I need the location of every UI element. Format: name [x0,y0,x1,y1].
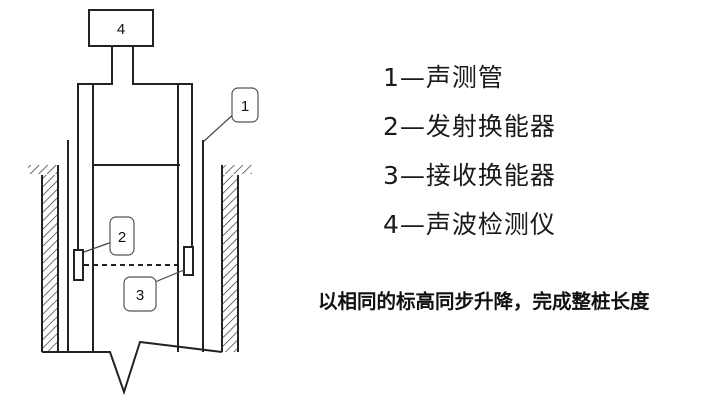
callout-2-label: 2 [118,229,126,246]
ground-right-hatch [222,165,252,174]
callout-1-box [231,87,259,123]
callout-1-leader [202,111,237,143]
receiver-transducer [183,246,194,276]
detector-label: 4 [117,21,125,38]
signal-cables [77,46,193,352]
ground-left-hatch [28,165,58,174]
pile-wall-right-hatch [222,175,238,352]
pile-body [41,164,239,396]
pile-wall-left-hatch [42,175,58,352]
detector-box [88,9,154,47]
transmitter-transducer [73,249,84,281]
caption: 以相同的标高同步升降，完成整桩长度 [318,290,650,313]
callout-3-box [123,276,157,312]
callout-3-label: 3 [136,287,144,304]
break-line [42,340,223,396]
callout-3-leader [154,269,185,283]
sounding-tubes [67,140,204,352]
legend-item-sounding-tube: 1—声测管 [383,63,504,92]
legend-item-detector: 4—声波检测仪 [383,210,556,239]
callout-1-label: 1 [241,98,249,115]
legend-item-receiver: 3—接收换能器 [383,161,556,190]
legend-item-transmitter: 2—发射换能器 [383,112,556,141]
callout-2-box [109,216,135,256]
callout-2-leader [83,241,113,253]
